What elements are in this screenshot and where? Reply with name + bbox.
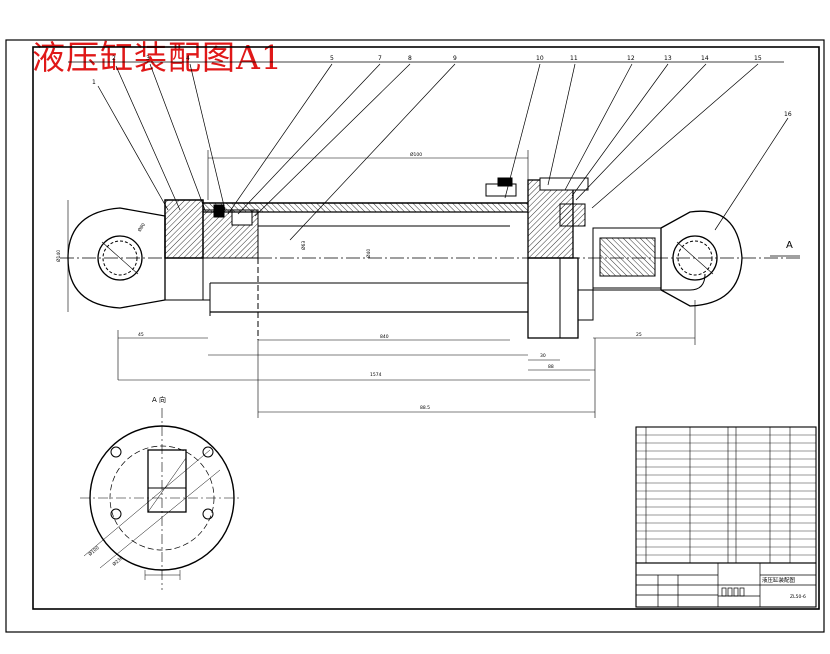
- callout-11: 11: [570, 55, 578, 62]
- dimension-values: Ø140 Ø80 Ø63 Ø40 45 840 1574 30 88 88.5 …: [55, 151, 642, 411]
- rear-end-cap: [164, 199, 204, 259]
- title-block: [635, 562, 817, 608]
- callout-1: 1: [92, 79, 96, 86]
- rear-pin-bushing: [102, 240, 138, 276]
- dim-30: 30: [540, 353, 546, 359]
- dim-dia-140: Ø140: [55, 250, 62, 262]
- dim-88-5: 25: [636, 332, 642, 338]
- front-rod-eye: [660, 210, 743, 307]
- front-gland-outside: [527, 257, 579, 339]
- view-label-a: A: [786, 240, 793, 251]
- cylinder-assembly-view: [60, 177, 800, 340]
- callout-10: 10: [536, 55, 544, 62]
- dim-dia-230: Ø230: [111, 554, 125, 567]
- dim-dia-63: Ø63: [300, 241, 307, 250]
- end-view-lug: [147, 449, 187, 513]
- bolt-hole-4: [202, 508, 214, 520]
- callout-2: 2: [112, 55, 116, 62]
- callout-5: 5: [330, 55, 334, 62]
- callout-7: 7: [378, 55, 382, 62]
- callout-13: 13: [664, 55, 672, 62]
- callout-16: 16: [784, 111, 792, 118]
- dim-dia-80: Ø80: [136, 221, 147, 233]
- dim-1574: 1574: [370, 372, 382, 378]
- parts-list-rows: [636, 434, 816, 556]
- callout-15: 15: [754, 55, 762, 62]
- title-block-name: 液压缸装配图: [762, 576, 796, 584]
- callout-8: 8: [408, 55, 412, 62]
- drawing-title: 液压缸装配图A1: [32, 38, 283, 77]
- dim-dia-40: Ø40: [365, 249, 372, 258]
- dim-88: 88.5: [420, 405, 430, 411]
- end-view-bolt-circle: [109, 445, 215, 551]
- end-view-outer-flange: [89, 425, 235, 571]
- callout-3: 3: [146, 55, 150, 62]
- end-view-a: [80, 408, 240, 590]
- callout-12: 12: [627, 55, 635, 62]
- oil-port-rear: [497, 177, 513, 187]
- dim-840: 840: [380, 334, 389, 340]
- callout-leaders: [68, 61, 789, 241]
- callout-numbers: 1 2 3 4 5 7 8 9 10 11 12 13 14 15 16: [92, 55, 792, 118]
- callout-14: 14: [701, 55, 709, 62]
- rear-pin-hole: [97, 235, 143, 281]
- title-block-number: ZL50-6: [790, 594, 806, 600]
- cylinder-barrel: [202, 202, 529, 213]
- callout-9: 9: [453, 55, 457, 62]
- bolt-hole-1: [110, 446, 122, 458]
- callout-4: 4: [186, 55, 190, 62]
- parts-list: [635, 426, 817, 564]
- dim-dia-100: Ø100: [87, 544, 101, 557]
- dim-25: Ø100: [410, 151, 422, 158]
- outer-frame: [5, 39, 825, 633]
- front-pin-hole: [672, 235, 718, 281]
- dim-38: 45: [138, 332, 144, 338]
- bolt-hole-2: [202, 446, 214, 458]
- dimension-lines: [67, 150, 696, 418]
- dim-45: 88: [548, 364, 554, 370]
- section-label-a: A 向: [152, 395, 166, 404]
- bolt-hole-3: [110, 508, 122, 520]
- inner-frame: [32, 46, 820, 610]
